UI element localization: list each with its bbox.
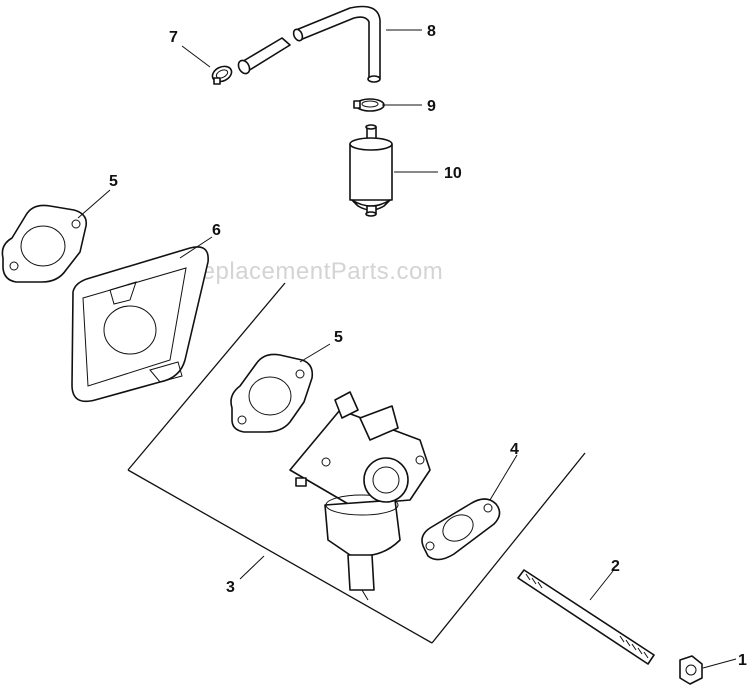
part-4-gasket[interactable] — [421, 498, 501, 561]
part-5-gasket-lower[interactable] — [230, 353, 314, 433]
callout-3: 3 — [226, 579, 235, 596]
callout-5-upper: 5 — [109, 173, 118, 190]
assembly-bracket — [127, 282, 586, 644]
part-2-stud[interactable] — [517, 569, 655, 665]
callout-2: 2 — [611, 558, 620, 575]
leader-lines — [77, 29, 737, 669]
watermark-text: eReplacementParts.com — [170, 258, 443, 285]
callout-5-lower: 5 — [334, 329, 343, 346]
callout-9: 9 — [427, 98, 436, 115]
callout-7: 7 — [169, 29, 178, 46]
callout-6: 6 — [212, 222, 221, 239]
part-9-hose-clamp[interactable] — [353, 98, 385, 112]
part-5-gasket-upper[interactable] — [1, 204, 88, 283]
callout-10: 10 — [444, 165, 462, 182]
callout-1: 1 — [738, 652, 747, 669]
part-3-carburetor[interactable] — [289, 391, 431, 601]
part-10-fuel-filter[interactable] — [349, 124, 393, 217]
part-6-heat-shield[interactable] — [71, 246, 209, 403]
callout-8: 8 — [427, 23, 436, 40]
part-7-hose-clamp[interactable] — [210, 63, 234, 85]
part-1-nut[interactable] — [679, 655, 703, 685]
part-8-fuel-line[interactable] — [236, 5, 381, 83]
callout-4: 4 — [510, 441, 519, 458]
